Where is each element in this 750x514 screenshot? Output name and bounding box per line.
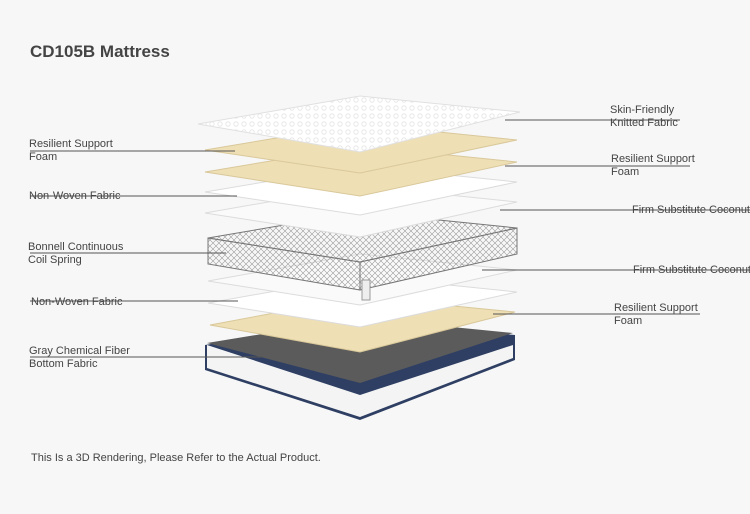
label-resilient-left: Resilient Support Foam <box>29 138 113 164</box>
label-line: Skin-Friendly <box>610 104 675 116</box>
label-line: Bonnell Continuous <box>28 241 124 253</box>
page-title: CD105B Mattress <box>30 42 170 61</box>
note-line: Actual Product. <box>246 452 321 464</box>
label-line: Resilient Support <box>614 302 698 314</box>
label-line: Bottom Fabric <box>29 358 98 370</box>
label-line: Knitted Fabric <box>610 117 678 129</box>
label-resilient-right-bottom: Resilient Support Foam <box>614 302 698 328</box>
label-line: Foam <box>29 151 58 163</box>
coil-spring-unit <box>207 211 518 301</box>
label-firm-coconut-top: Firm Substitute Coconut <box>632 204 750 216</box>
label-resilient-right-top: Resilient Support Foam <box>611 153 695 179</box>
knitted-top-layer <box>197 95 521 153</box>
label-line: Resilient Support <box>611 153 695 165</box>
label-bonnell: Bonnell Continuous Coil Spring <box>28 241 123 267</box>
rendering-note: This Is a 3D Rendering, Please Refer to … <box>31 452 321 465</box>
label-firm-coconut-bottom: Firm Substitute Coconut <box>633 264 750 276</box>
label-line: Foam <box>614 315 643 327</box>
label-gray-fiber: Gray Chemical Fiber Bottom Fabric <box>29 345 130 371</box>
note-line: This Is a 3D Rendering, Please Refer to … <box>31 452 244 464</box>
label-line: Gray Chemical Fiber <box>29 345 130 357</box>
label-line: Resilient Support <box>29 138 113 150</box>
label-skin-friendly: Skin-Friendly Knitted Fabric <box>610 104 678 130</box>
leader-lines <box>30 119 750 358</box>
label-line: Coil Spring <box>28 254 82 266</box>
label-nonwoven-bottom: Non-Woven Fabric <box>31 296 123 308</box>
label-nonwoven-top: Non-Woven Fabric <box>29 190 121 202</box>
label-line: Foam <box>611 166 640 178</box>
